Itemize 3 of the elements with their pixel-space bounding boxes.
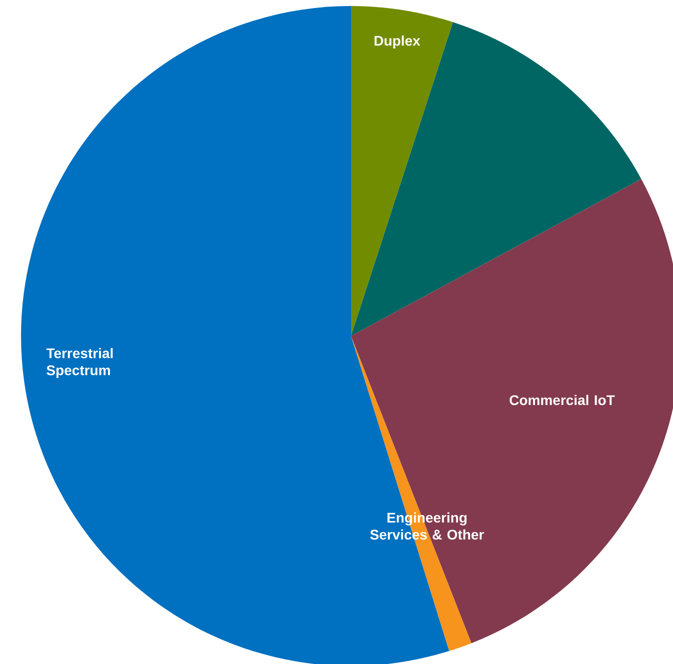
slice-label: Commercial IoT xyxy=(510,394,615,406)
slice-label: Duplex xyxy=(374,35,420,49)
slice-label: Terrestrial Spectrum xyxy=(46,348,113,378)
